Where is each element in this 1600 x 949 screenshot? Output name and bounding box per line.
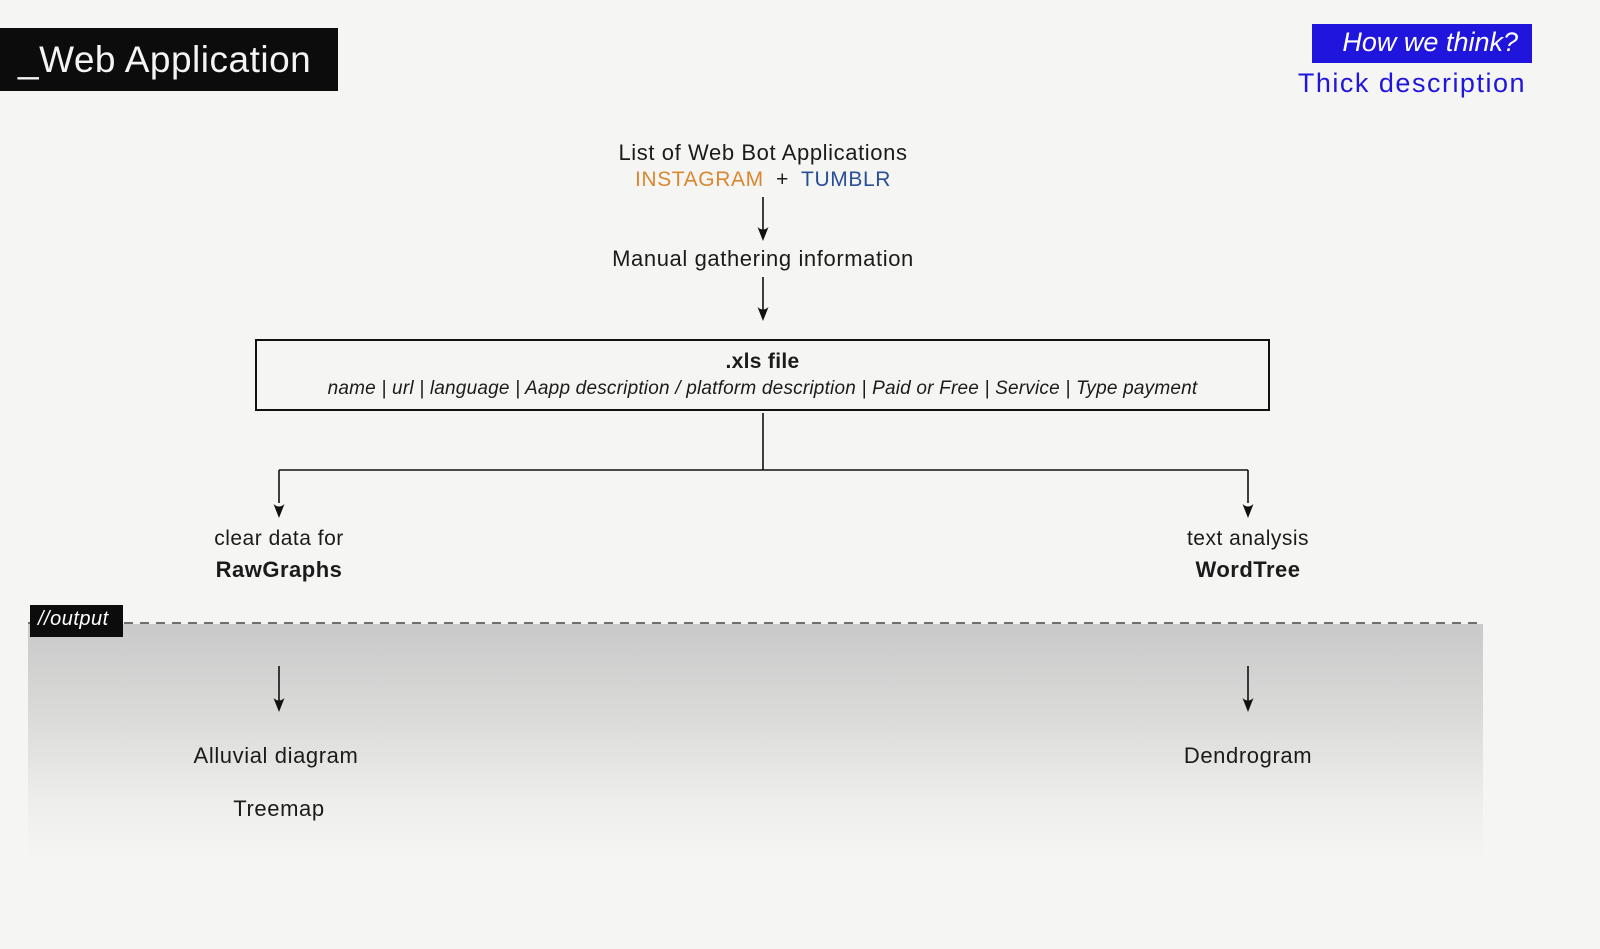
arrow-down-icon [757, 277, 769, 321]
how-we-think-badge: How we think? [1312, 24, 1532, 63]
header-right: How we think? Thick description [1298, 24, 1532, 99]
tumblr-label: TUMBLR [801, 168, 892, 191]
branch-wordtree: text analysis WordTree [1187, 527, 1309, 583]
plus-separator: + [776, 168, 789, 191]
xls-file-fields: name | url | language | Aapp description… [327, 378, 1198, 399]
output-label: //output [30, 605, 123, 637]
branch-rawgraphs: clear data for RawGraphs [214, 527, 344, 583]
alluvial-diagram-label: Alluvial diagram [193, 743, 359, 768]
platforms-line: INSTAGRAM + TUMBLR [635, 168, 891, 192]
page-title: _Web Application [0, 28, 338, 91]
xls-file-title: .xls file [725, 350, 800, 373]
branch-connector-lines [273, 413, 1254, 518]
thick-description-label: Thick description [1297, 68, 1526, 98]
dendrogram-label: Dendrogram [1183, 743, 1313, 768]
wordtree-label: WordTree [1195, 557, 1301, 582]
treemap-label: Treemap [233, 796, 325, 821]
arrow-down-icon [757, 197, 769, 241]
xls-file-box: .xls file name | url | language | Aapp d… [255, 339, 1270, 411]
output-panel [28, 624, 1483, 860]
instagram-label: INSTAGRAM [634, 168, 764, 191]
list-of-web-bot-applications-label: List of Web Bot Applications [618, 140, 908, 165]
output-divider-dashed-line [28, 622, 1483, 624]
text-analysis-label: text analysis [1186, 527, 1310, 550]
rawgraphs-label: RawGraphs [215, 557, 343, 582]
arrow-down-icon [1242, 666, 1254, 712]
manual-gathering-label: Manual gathering information [612, 246, 914, 271]
clear-data-for-label: clear data for [214, 527, 344, 550]
arrow-down-icon [273, 666, 285, 712]
